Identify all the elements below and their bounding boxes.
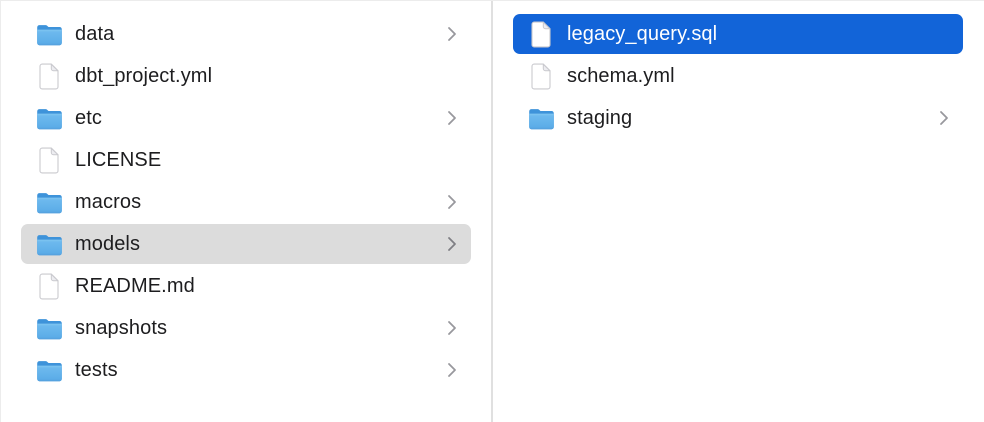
file-icon bbox=[35, 273, 63, 300]
folder-icon bbox=[35, 105, 63, 132]
column-right[interactable]: legacy_query.sql schema.yml bbox=[491, 1, 983, 422]
file-icon bbox=[35, 147, 63, 174]
folder-icon bbox=[35, 315, 63, 342]
item-label: snapshots bbox=[75, 316, 168, 339]
file-icon bbox=[527, 21, 555, 48]
list-item[interactable]: staging bbox=[513, 98, 963, 138]
file-icon bbox=[35, 63, 63, 90]
list-item[interactable]: data bbox=[21, 14, 471, 54]
file-icon bbox=[527, 63, 555, 90]
chevron-right-icon bbox=[447, 320, 457, 336]
list-item[interactable]: tests bbox=[21, 350, 471, 390]
column-left[interactable]: data dbt_project.yml bbox=[1, 1, 491, 422]
item-label: LICENSE bbox=[75, 148, 162, 171]
list-item[interactable]: legacy_query.sql bbox=[513, 14, 963, 54]
folder-icon bbox=[35, 189, 63, 216]
list-item[interactable]: schema.yml bbox=[513, 56, 963, 96]
item-label: README.md bbox=[75, 274, 195, 297]
list-item[interactable]: dbt_project.yml bbox=[21, 56, 471, 96]
list-item[interactable]: macros bbox=[21, 182, 471, 222]
item-label: data bbox=[75, 22, 115, 45]
item-label: tests bbox=[75, 358, 118, 381]
folder-icon bbox=[35, 21, 63, 48]
item-label: schema.yml bbox=[567, 64, 675, 87]
folder-icon bbox=[35, 357, 63, 384]
item-label: models bbox=[75, 232, 141, 255]
item-label: macros bbox=[75, 190, 142, 213]
chevron-right-icon bbox=[447, 236, 457, 252]
folder-icon bbox=[35, 231, 63, 258]
list-item[interactable]: models bbox=[21, 224, 471, 264]
chevron-right-icon bbox=[939, 110, 949, 126]
list-item[interactable]: README.md bbox=[21, 266, 471, 306]
list-item[interactable]: etc bbox=[21, 98, 471, 138]
list-item[interactable]: LICENSE bbox=[21, 140, 471, 180]
chevron-right-icon bbox=[447, 194, 457, 210]
chevron-right-icon bbox=[447, 26, 457, 42]
chevron-right-icon bbox=[447, 110, 457, 126]
list-item[interactable]: snapshots bbox=[21, 308, 471, 348]
item-label: dbt_project.yml bbox=[75, 64, 213, 87]
item-label: staging bbox=[567, 106, 633, 129]
chevron-right-icon bbox=[447, 362, 457, 378]
item-label: legacy_query.sql bbox=[567, 22, 718, 45]
item-label: etc bbox=[75, 106, 102, 129]
folder-icon bbox=[527, 105, 555, 132]
